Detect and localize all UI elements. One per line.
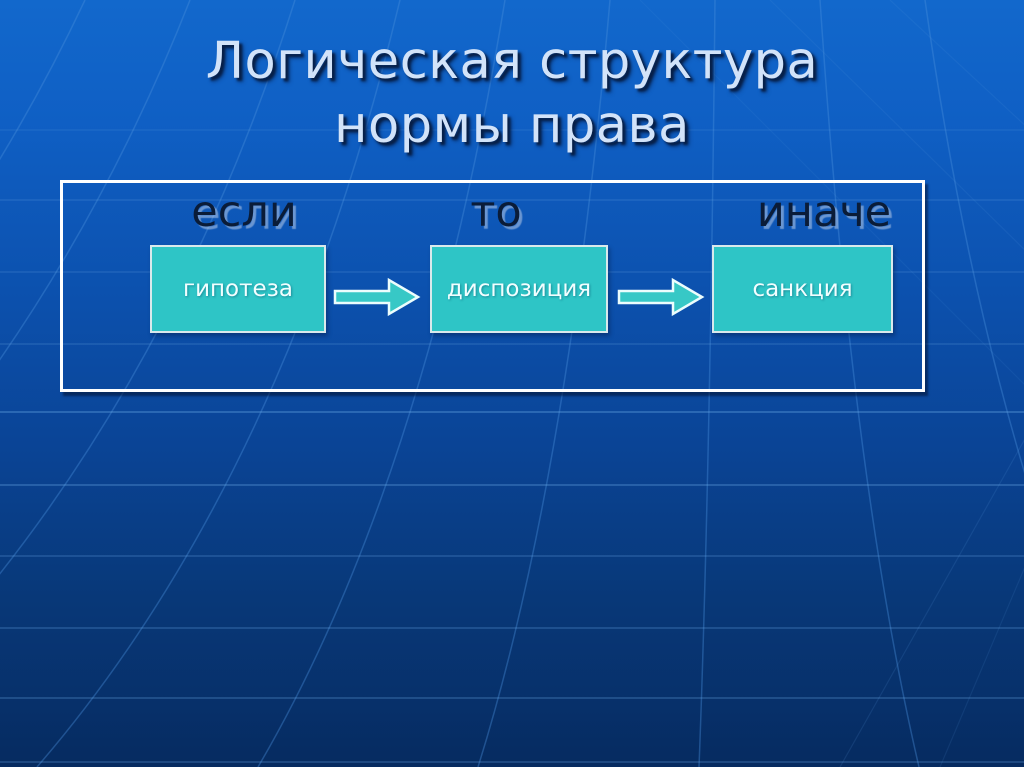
node-sanction: санкция bbox=[712, 245, 893, 333]
node-hypothesis-label: гипотеза bbox=[182, 276, 293, 302]
node-sanction-label: санкция bbox=[752, 276, 853, 302]
node-disposition-label: диспозиция bbox=[446, 276, 592, 302]
condition-label-else: иначе bbox=[756, 187, 892, 237]
arrow-icon bbox=[333, 277, 421, 317]
slide-title: Логическая структура нормы права bbox=[0, 30, 1024, 158]
arrow-icon bbox=[617, 277, 705, 317]
node-disposition: диспозиция bbox=[430, 245, 608, 333]
slide-title-line-1: Логическая структура bbox=[205, 32, 819, 91]
condition-label-if: если bbox=[191, 187, 297, 237]
node-hypothesis: гипотеза bbox=[150, 245, 326, 333]
condition-label-then: то bbox=[470, 187, 522, 237]
diagram-frame bbox=[60, 180, 925, 392]
slide-title-line-2: нормы права bbox=[334, 96, 690, 155]
